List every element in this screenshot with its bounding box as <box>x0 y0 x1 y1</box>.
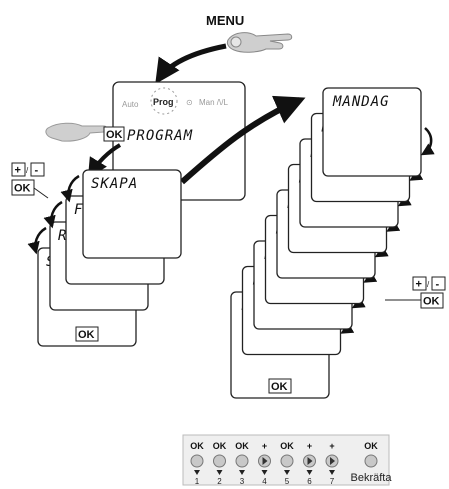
legend-key-number: 4 <box>262 477 267 486</box>
right-stack-ok-key[interactable] <box>268 378 292 394</box>
screen-card-mandag: MANDAG <box>322 87 435 177</box>
next-arrow <box>43 200 63 229</box>
left-plus-key[interactable] <box>11 162 26 177</box>
legend-confirm-top: OK <box>364 441 378 451</box>
legend-key-5: OK 5 <box>280 441 294 486</box>
legend-key-7: +7 <box>325 441 339 486</box>
next-arrow <box>60 174 80 203</box>
right-ok-label: OK <box>423 296 440 308</box>
prog-blink-icon <box>150 87 178 115</box>
legend-key-3: OK 3 <box>235 441 249 486</box>
program-label: PROGRAM <box>127 128 193 144</box>
legend-key-number: 5 <box>285 477 290 486</box>
device-ok-label: OK <box>106 129 123 141</box>
right-minus-key[interactable] <box>431 276 446 291</box>
right-slash: / <box>427 280 430 289</box>
play-triangle-icon <box>330 457 335 465</box>
left-minus-label: - <box>35 165 39 177</box>
mode-auto-label: Auto <box>122 100 139 109</box>
menu-label: MENU <box>206 13 244 28</box>
screen-text: MANDAG <box>332 94 390 110</box>
right-minus-label: - <box>436 279 440 291</box>
legend-key-number: 1 <box>195 477 200 486</box>
legend-key-6: +6 <box>303 441 316 486</box>
left-ok-label: OK <box>14 183 31 195</box>
mode-man-label: Man /\/L <box>199 98 228 107</box>
legend-key-number: 7 <box>330 477 335 486</box>
left-screen-stack: SLUTRADERAFRAGASKAPAOK <box>27 169 182 347</box>
legend-key-4: +4 <box>258 441 271 486</box>
right-screen-stack: LAGRAPLUS SONPLUS LORPLUS FREPLUS TORPLU… <box>230 87 435 399</box>
legend-key-1: OK 1 <box>190 441 204 486</box>
legend-confirm-button <box>364 454 378 468</box>
down-triangle-icon <box>261 470 268 475</box>
menu-hand-icon <box>226 32 293 53</box>
down-triangle-icon <box>194 470 200 475</box>
legend-key-top: OK <box>213 441 227 451</box>
menu-arrow <box>155 43 227 85</box>
down-triangle-icon <box>284 470 290 475</box>
left-slash: / <box>26 166 29 175</box>
down-triangle-icon <box>329 470 335 475</box>
next-arrow <box>27 226 47 255</box>
left-plus-label: + <box>15 165 21 177</box>
left-ok-key[interactable] <box>11 179 35 196</box>
device-ok-key[interactable] <box>103 126 125 142</box>
legend-key-2: OK 2 <box>213 441 227 486</box>
down-triangle-icon <box>239 470 245 475</box>
down-triangle-icon <box>306 470 313 475</box>
left-key-pointer <box>33 187 49 199</box>
clock-icon: ⊙ <box>186 98 193 107</box>
legend-key-button <box>190 454 204 468</box>
legend-key-top: + <box>262 441 267 451</box>
legend-key-top: + <box>307 441 312 451</box>
play-triangle-icon <box>307 457 313 465</box>
legend-key-number: 3 <box>240 477 245 486</box>
legend-key-number: 2 <box>217 477 222 486</box>
right-plus-label: + <box>416 279 422 291</box>
legend-key-top: OK <box>235 441 249 451</box>
legend-key-top: OK <box>280 441 294 451</box>
ok-hand-icon <box>45 122 108 142</box>
legend-key-button <box>213 454 226 468</box>
left-minus-key[interactable] <box>30 162 45 177</box>
legend-key-top: + <box>329 441 334 451</box>
screen-text: SKAPA <box>91 176 138 192</box>
screen-card-skapa: SKAPA <box>60 169 182 259</box>
down-triangle-icon <box>216 470 223 475</box>
skapa-to-right-arrow <box>180 95 306 185</box>
left-stack-ok-label: OK <box>78 329 95 341</box>
legend-key-button <box>280 454 294 468</box>
right-stack-ok-label: OK <box>271 381 288 393</box>
legend-key-button <box>235 454 249 468</box>
mode-prog-label: Prog <box>153 97 174 107</box>
next-arrow <box>420 127 435 156</box>
legend-confirm-label: Bekräfta <box>351 472 393 484</box>
play-triangle-icon <box>262 457 268 465</box>
legend-key-number: 6 <box>307 477 312 486</box>
right-plus-key[interactable] <box>412 276 427 291</box>
left-stack-ok-key[interactable] <box>75 326 99 342</box>
legend-key-top: OK <box>190 441 204 451</box>
